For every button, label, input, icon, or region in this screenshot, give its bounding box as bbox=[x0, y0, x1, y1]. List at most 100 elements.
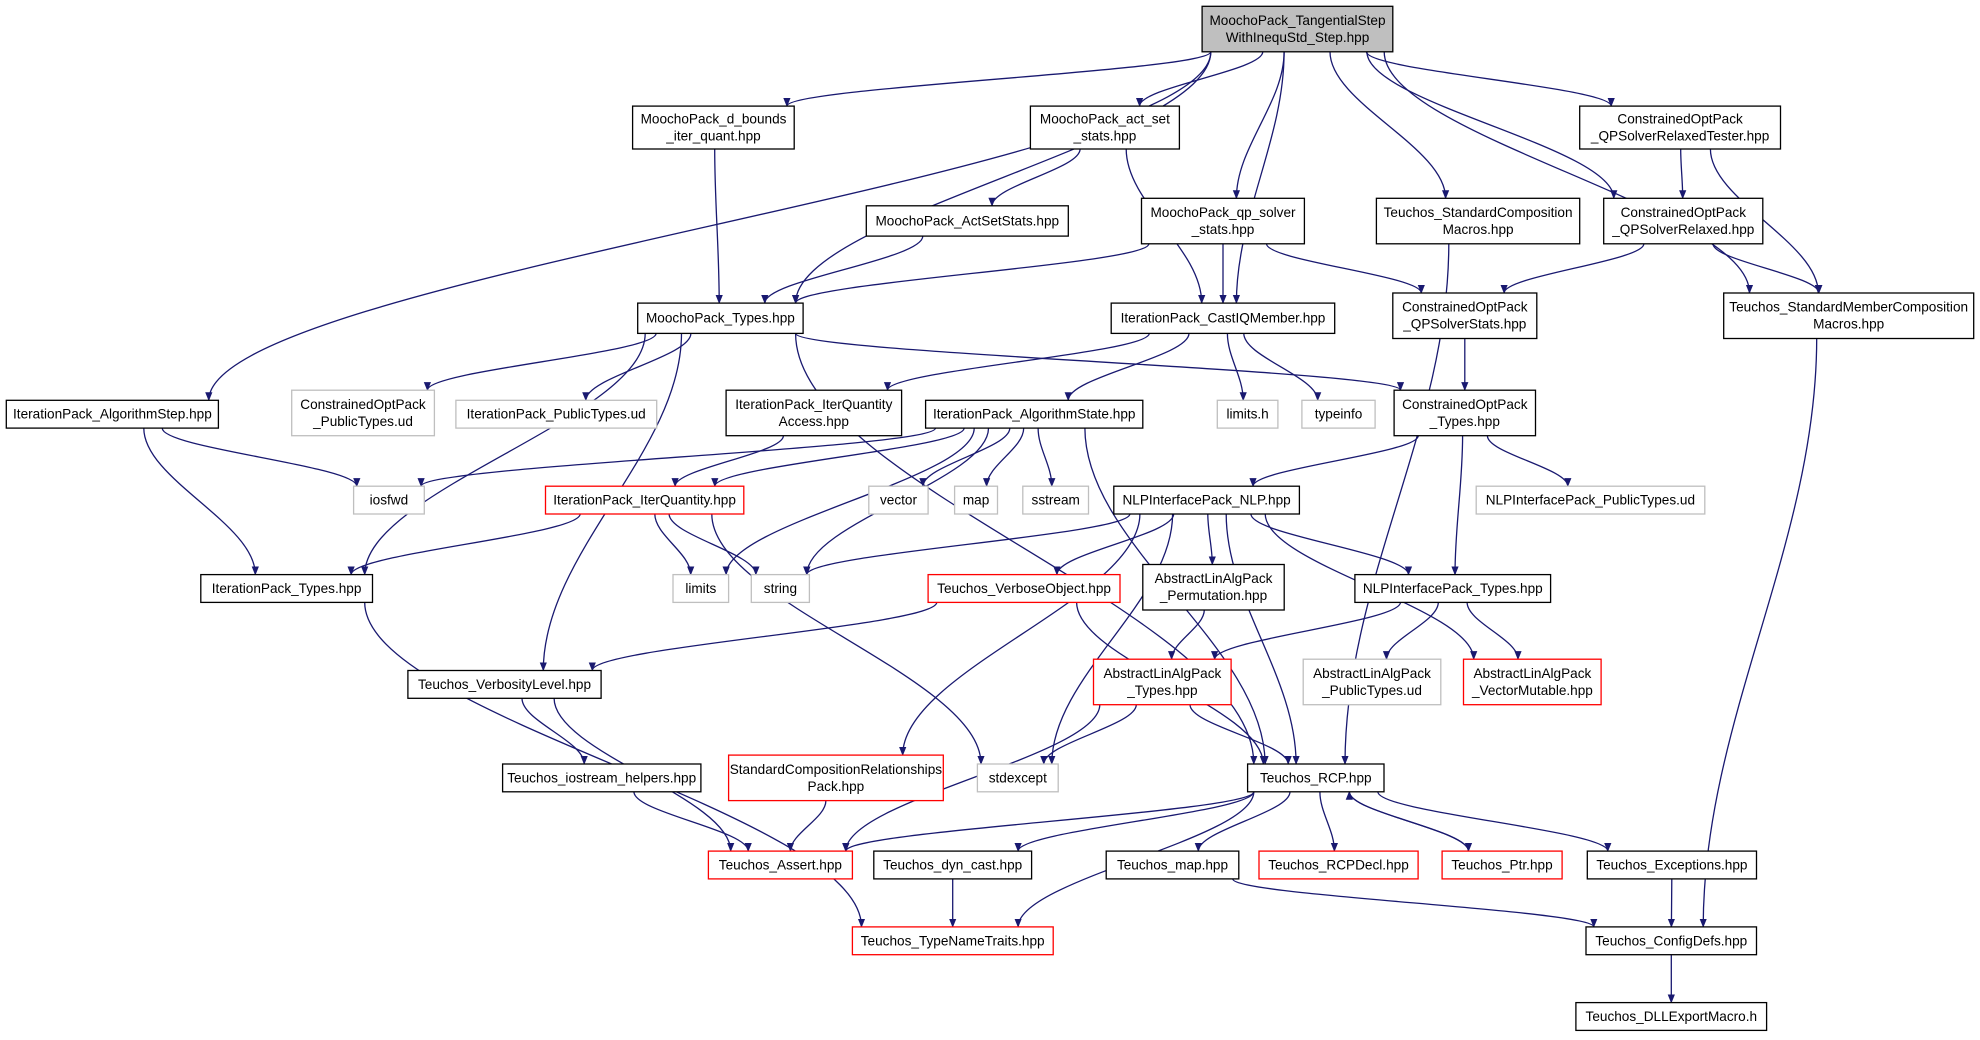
node-label: _QPSolverRelaxedTester.hpp bbox=[1590, 129, 1769, 144]
node-perm[interactable]: AbstractLinAlgPack_Permutation.hpp bbox=[1142, 563, 1285, 611]
node-nlp[interactable]: NLPInterfacePack_NLP.hpp bbox=[1113, 485, 1301, 515]
edge-mptypes-to-itpubud bbox=[582, 333, 692, 402]
node-ittypes[interactable]: IterationPack_Types.hpp bbox=[200, 573, 374, 604]
edge-root-to-cotester bbox=[1365, 51, 1615, 107]
node-box bbox=[1392, 292, 1538, 340]
node-box bbox=[455, 399, 658, 429]
node-alavec[interactable]: AbstractLinAlgPack_VectorMutable.hpp bbox=[1462, 658, 1602, 706]
node-box bbox=[637, 302, 804, 335]
edge-algstate-to-map bbox=[983, 428, 1025, 488]
node-tmap[interactable]: Teuchos_map.hpp bbox=[1105, 850, 1240, 880]
node-iterq[interactable]: IterationPack_IterQuantity.hpp bbox=[544, 485, 745, 515]
edge-corelaxed-to-stdmember bbox=[1712, 243, 1823, 294]
node-costats[interactable]: ConstrainedOptPack_QPSolverStats.hpp bbox=[1392, 292, 1538, 340]
node-corelaxed[interactable]: ConstrainedOptPack_QPSolverRelaxed.hpp bbox=[1603, 197, 1764, 245]
node-label: NLPInterfacePack_Types.hpp bbox=[1363, 581, 1543, 596]
node-label: IterationPack_IterQuantity.hpp bbox=[553, 493, 736, 508]
edge-nlp-to-perm bbox=[1207, 513, 1216, 566]
node-label: iosfwd bbox=[370, 493, 409, 508]
node-label: Teuchos_RCP.hpp bbox=[1260, 770, 1372, 785]
node-label: NLPInterfacePack_PublicTypes.ud bbox=[1486, 493, 1695, 508]
node-box bbox=[927, 573, 1121, 604]
edge-castiq-to-typeinfo bbox=[1243, 333, 1322, 402]
node-typeinfo: typeinfo bbox=[1301, 399, 1376, 429]
edge-corelaxed-to-costats bbox=[1500, 243, 1645, 294]
node-string: string bbox=[750, 573, 811, 604]
node-qpsolver[interactable]: MoochoPack_qp_solver_stats.hpp bbox=[1140, 197, 1306, 245]
node-label: Teuchos_ConfigDefs.hpp bbox=[1595, 933, 1747, 948]
node-label: MoochoPack_ActSetStats.hpp bbox=[875, 214, 1059, 229]
node-box bbox=[873, 850, 1033, 880]
node-dbounds[interactable]: MoochoPack_d_bounds_iter_quant.hpp bbox=[631, 105, 795, 150]
edge-mptypes-to-cotypes bbox=[794, 332, 1404, 392]
edge-iterq-to-stdexcept bbox=[711, 513, 985, 765]
node-label: string bbox=[764, 581, 797, 596]
edge-tmap-to-configdefs bbox=[1232, 878, 1598, 928]
edge-mptypes-to-ittypes bbox=[361, 333, 646, 576]
node-typename[interactable]: Teuchos_TypeNameTraits.hpp bbox=[851, 926, 1054, 956]
node-label: limits bbox=[685, 581, 716, 596]
node-verbosity[interactable]: Teuchos_VerbosityLevel.hpp bbox=[407, 669, 602, 699]
node-label: _Permutation.hpp bbox=[1159, 588, 1267, 603]
node-box bbox=[1105, 850, 1240, 880]
edge-algstate-to-iosfwd bbox=[417, 427, 937, 488]
node-cotester[interactable]: ConstrainedOptPack_QPSolverRelaxedTester… bbox=[1579, 105, 1782, 150]
edge-algstate-to-iterq bbox=[711, 427, 965, 488]
edge-algstate-to-limits bbox=[722, 428, 975, 576]
node-verbose[interactable]: Teuchos_VerboseObject.hpp bbox=[927, 573, 1121, 604]
node-actsetstats[interactable]: MoochoPack_ActSetStats.hpp bbox=[865, 205, 1069, 237]
node-label: Pack.hpp bbox=[808, 779, 865, 794]
node-exceptions[interactable]: Teuchos_Exceptions.hpp bbox=[1586, 850, 1758, 880]
node-box bbox=[631, 105, 795, 150]
node-label: Teuchos_map.hpp bbox=[1117, 858, 1228, 873]
node-label: sstream bbox=[1032, 493, 1080, 508]
node-configdefs[interactable]: Teuchos_ConfigDefs.hpp bbox=[1585, 926, 1758, 956]
node-label: ConstrainedOptPack bbox=[1402, 397, 1528, 412]
node-label: vector bbox=[880, 493, 917, 508]
node-iohelp[interactable]: Teuchos_iostream_helpers.hpp bbox=[501, 763, 702, 793]
node-rcpdecl[interactable]: Teuchos_RCPDecl.hpp bbox=[1258, 850, 1419, 880]
edge-iterq-to-limits bbox=[654, 513, 695, 576]
node-label: Access.hpp bbox=[779, 414, 849, 429]
node-label: MoochoPack_Types.hpp bbox=[646, 311, 795, 326]
node-nlptypes[interactable]: NLPInterfacePack_Types.hpp bbox=[1354, 573, 1552, 604]
node-alatypes[interactable]: AbstractLinAlgPack_Types.hpp bbox=[1092, 658, 1232, 706]
node-box bbox=[1302, 658, 1442, 706]
node-assert[interactable]: Teuchos_Assert.hpp bbox=[707, 850, 854, 880]
node-label: _stats.hpp bbox=[1073, 129, 1137, 144]
node-label: map bbox=[963, 493, 989, 508]
node-algstep[interactable]: IterationPack_AlgorithmStep.hpp bbox=[5, 399, 220, 429]
node-mptypes[interactable]: MoochoPack_Types.hpp bbox=[637, 302, 804, 335]
edge-root-to-castiq bbox=[1232, 51, 1285, 304]
node-label: ConstrainedOptPack bbox=[1402, 300, 1528, 315]
node-box bbox=[1579, 105, 1782, 150]
node-label: ConstrainedOptPack bbox=[300, 397, 426, 412]
node-root[interactable]: MoochoPack_TangentialStepWithInequStd_St… bbox=[1201, 5, 1394, 53]
node-stdmember[interactable]: Teuchos_StandardMemberCompositionMacros.… bbox=[1723, 292, 1975, 340]
node-rcp[interactable]: Teuchos_RCP.hpp bbox=[1246, 763, 1385, 793]
edge-perm-to-alatypes bbox=[1168, 609, 1205, 661]
node-label: Teuchos_Assert.hpp bbox=[719, 858, 842, 873]
node-dllexport[interactable]: Teuchos_DLLExportMacro.h bbox=[1575, 1001, 1768, 1032]
edge-nlp-to-nlptypes bbox=[1250, 513, 1413, 576]
node-box bbox=[1029, 105, 1181, 150]
edge-alatypes-to-rcp bbox=[1189, 704, 1292, 765]
node-algstate[interactable]: IterationPack_AlgorithmState.hpp bbox=[924, 399, 1144, 429]
node-label: IterationPack_AlgorithmStep.hpp bbox=[13, 407, 212, 422]
edge-castiq-to-limitsh bbox=[1226, 333, 1247, 402]
edge-rcp-to-dyncast bbox=[1014, 791, 1255, 852]
node-cotypes[interactable]: ConstrainedOptPack_Types.hpp bbox=[1393, 389, 1537, 437]
node-label: IterationPack_IterQuantity bbox=[735, 397, 892, 412]
node-dyncast[interactable]: Teuchos_dyn_cast.hpp bbox=[873, 850, 1033, 880]
node-box bbox=[1586, 850, 1758, 880]
node-ptr[interactable]: Teuchos_Ptr.hpp bbox=[1441, 850, 1563, 880]
node-box bbox=[1603, 197, 1764, 245]
node-actset[interactable]: MoochoPack_act_set_stats.hpp bbox=[1029, 105, 1181, 150]
node-castiq[interactable]: IterationPack_CastIQMember.hpp bbox=[1110, 302, 1336, 335]
edge-cotypes-to-nlppubud bbox=[1486, 435, 1572, 488]
node-box bbox=[750, 573, 811, 604]
